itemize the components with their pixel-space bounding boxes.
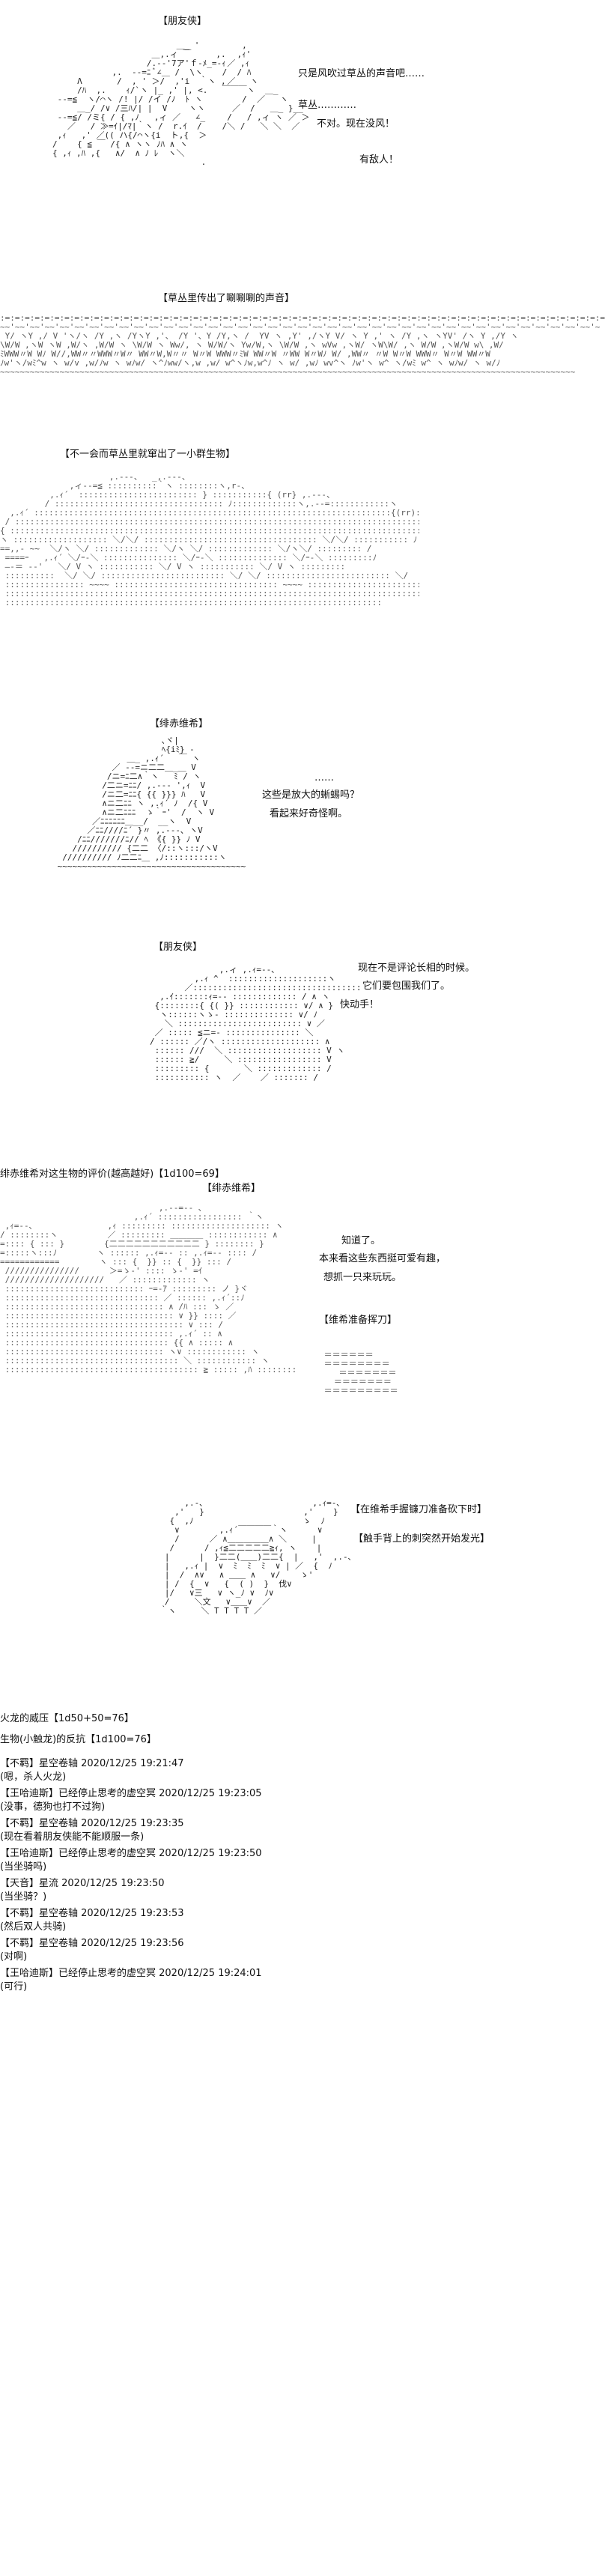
- scene4-caption: 【绯赤维希】: [150, 718, 209, 730]
- log-entry: 【不羁】星空卷轴 2020/12/25 19:23:35 (现在看着朋友侠能不能…: [0, 1817, 389, 1844]
- log-entry: 【不羁】星空卷轴 2020/12/25 19:23:53 (然后双人共骑): [0, 1907, 389, 1934]
- log-entry: 【不羁】星空卷轴 2020/12/25 19:23:56 (对啊): [0, 1937, 389, 1964]
- roll-evaluation: 绯赤维希对这生物的评价(越高越好)【1d100=69】: [0, 1169, 225, 1180]
- log-entry-body: (嗯，杀人火龙): [0, 1772, 67, 1783]
- scene4-line2: 这些是放大的蜥蜴吗？: [262, 790, 360, 801]
- scene1-line3: 不对。现在没风！: [317, 118, 395, 130]
- scene6-line1: 知道了。: [341, 1235, 381, 1246]
- log-entry-body: (没事，德狗也打不过狗): [0, 1801, 106, 1813]
- log-entry-header: 【不羁】星空卷轴 2020/12/25 19:23:56: [0, 1938, 184, 1949]
- log-entry: 【不羁】星空卷轴 2020/12/25 19:21:47 (嗯，杀人火龙): [0, 1757, 389, 1784]
- ascii-art-little-dragon: ,.-､ ,.ｨ=-､ ,' } ,' } { ,ﾉ ゝ ﾉ ∨ ,.ｨ´￣￣￣…: [159, 1499, 353, 1616]
- scene7-line2: 【触手背上的刺突然开始发光】: [353, 1533, 490, 1545]
- ascii-art-grass-field: :=:=:=:=:=:=:=:=:=:=:=:=:=:=:=:=:=:=:=:=…: [0, 314, 605, 377]
- roll-creature-resist: 生物(小触龙)的反抗【1d100=76】: [0, 1734, 156, 1745]
- log-entry-header: 【不羁】星空卷轴 2020/12/25 19:21:47: [0, 1758, 184, 1769]
- scene2-caption: 【草丛里传出了唰唰唰的声音】: [158, 293, 295, 304]
- scene5-line3: 快动手！: [340, 999, 380, 1010]
- log-entry: 【王哈迪斯】已经停止思考的虚空冥 2020/12/25 19:23:50 (当坐…: [0, 1847, 389, 1874]
- scene7-line1: 【在维希手握镰刀准备砍下时】: [350, 1504, 487, 1515]
- log-entry-body: (现在看着朋友侠能不能顺服一条): [0, 1831, 145, 1843]
- scene6-caption: 【绯赤维希】: [202, 1183, 261, 1194]
- scene1-line1: 只是风吹过草丛的声音吧……: [298, 68, 425, 79]
- scene3-caption: 【不一会而草丛里就窜出了一小群生物】: [60, 449, 236, 460]
- log-entry-header: 【王哈迪斯】已经停止思考的虚空冥 2020/12/25 19:23:50: [0, 1848, 262, 1859]
- scene4-line3: 看起来好奇怪啊。: [270, 808, 348, 819]
- ascii-art-creature-swarm: ,.-‐-、 _,.-‐-、 ,ィ-‐=≦ ::::::::::｀ヽ :::::…: [0, 473, 419, 607]
- scene5-caption: 【朋友侠】: [153, 942, 203, 953]
- log-entry-header: 【天音】星流 2020/12/25 19:23:50: [0, 1878, 165, 1889]
- scene6-line2: 本来看这些东西挺可爱有趣，: [319, 1253, 446, 1264]
- ascii-art-friend-hero-shouting: ,.ィ ,.ｨ=‐-､ ,.ｨ ^ ::::::::::::::::::::ヽ …: [150, 966, 359, 1082]
- log-entry: 【天音】星流 2020/12/25 19:23:50 (当坐骑？): [0, 1877, 389, 1904]
- log-entry-body: (然后双人共骑): [0, 1921, 67, 1933]
- log-entry-body: (当坐骑吗): [0, 1861, 47, 1873]
- scene1-caption: 【朋友侠】: [158, 16, 207, 27]
- ascii-art-vishi-scythe: ,.-‐=‐- ､ ,.ｨ´ ::::::::::::::::: ｀ヽ ,ｨ=‐…: [0, 1204, 297, 1375]
- log-entry-body: (对啊): [0, 1951, 28, 1963]
- scene1-line4: 有敌人！: [359, 154, 399, 166]
- scene6-line3: 想抓一只来玩玩。: [323, 1272, 402, 1283]
- ascii-art-friend-hero-bush: ＿_ ' ＿,.ィ ￣ ,. /.-‐'7ア'ｆ‐ﾒ_=-ｨ ,. -‐=ﾆ ﾞ…: [52, 41, 226, 167]
- log-entry-header: 【不羁】星空卷轴 2020/12/25 19:23:35: [0, 1818, 184, 1829]
- log-entry-body: (当坐骑？): [0, 1891, 47, 1903]
- log-entry: 【王哈迪斯】已经停止思考的虚空冥 2020/12/25 19:23:05 (没事…: [0, 1787, 389, 1814]
- scene1-line2: 草丛…………: [298, 100, 357, 111]
- log-entry-body: (可行): [0, 1981, 28, 1992]
- scene6-line4: 【维希准备挥刀】: [319, 1315, 398, 1326]
- scene5-line1: 现在不是评论长相的时候。: [358, 963, 475, 974]
- chat-log: 【不羁】星空卷轴 2020/12/25 19:21:47 (嗯，杀人火龙) 【王…: [0, 1757, 389, 1997]
- log-entry-header: 【王哈迪斯】已经停止思考的虚空冥 2020/12/25 19:23:05: [0, 1788, 262, 1799]
- scene4-line1: ……: [314, 772, 334, 784]
- ascii-art-dash-lines: ＝＝＝＝＝＝ ＝＝＝＝＝＝＝＝ ＝＝＝＝＝＝＝ ＝＝＝＝＝＝＝ ＝＝＝＝＝＝＝＝…: [323, 1351, 398, 1395]
- log-entry-header: 【不羁】星空卷轴 2020/12/25 19:23:53: [0, 1908, 184, 1919]
- ascii-art-vishi-looking: ､ヾ| ﾍ{iﾐ} ‐ ＿_ ,.ｨ´ ￣ ヽ ／ --=ニ二二＿_＿ V /ニ…: [57, 736, 246, 871]
- log-entry: 【王哈迪斯】已经停止思考的虚空冥 2020/12/25 19:24:01 (可行…: [0, 1967, 389, 1994]
- scene5-line2: 它们要包围我们了。: [362, 981, 451, 992]
- roll-fire-pressure: 火龙的威压【1d50+50=76】: [0, 1713, 134, 1724]
- log-entry-header: 【王哈迪斯】已经停止思考的虚空冥 2020/12/25 19:24:01: [0, 1968, 262, 1979]
- ascii-art-bush-right: , ,ｨ' ／ ,ｨ / / ﾊ ／ ヽ ￣￣￣ヽ ＿_ / ／ ヽ ／ / ＿…: [222, 41, 310, 131]
